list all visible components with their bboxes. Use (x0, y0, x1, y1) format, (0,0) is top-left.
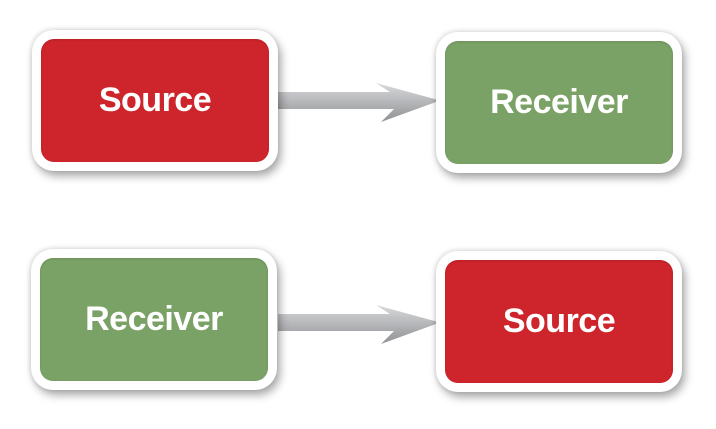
node-receiver-top: Receiver (436, 32, 682, 173)
node-source-bottom-fill: Source (445, 260, 673, 383)
node-source-bottom: Source (436, 251, 682, 392)
arrow-right-icon (278, 83, 440, 122)
node-receiver-bottom: Receiver (31, 249, 277, 390)
node-source-top-label: Source (98, 81, 212, 119)
node-source-top: Source (32, 30, 278, 171)
node-source-top-fill: Source (41, 39, 269, 162)
node-receiver-bottom-label: Receiver (85, 300, 223, 338)
node-source-bottom-label: Source (502, 302, 616, 340)
arrow-right-icon (278, 305, 440, 344)
node-receiver-top-fill: Receiver (445, 41, 673, 164)
node-receiver-top-label: Receiver (490, 83, 628, 121)
node-receiver-bottom-fill: Receiver (40, 258, 268, 381)
